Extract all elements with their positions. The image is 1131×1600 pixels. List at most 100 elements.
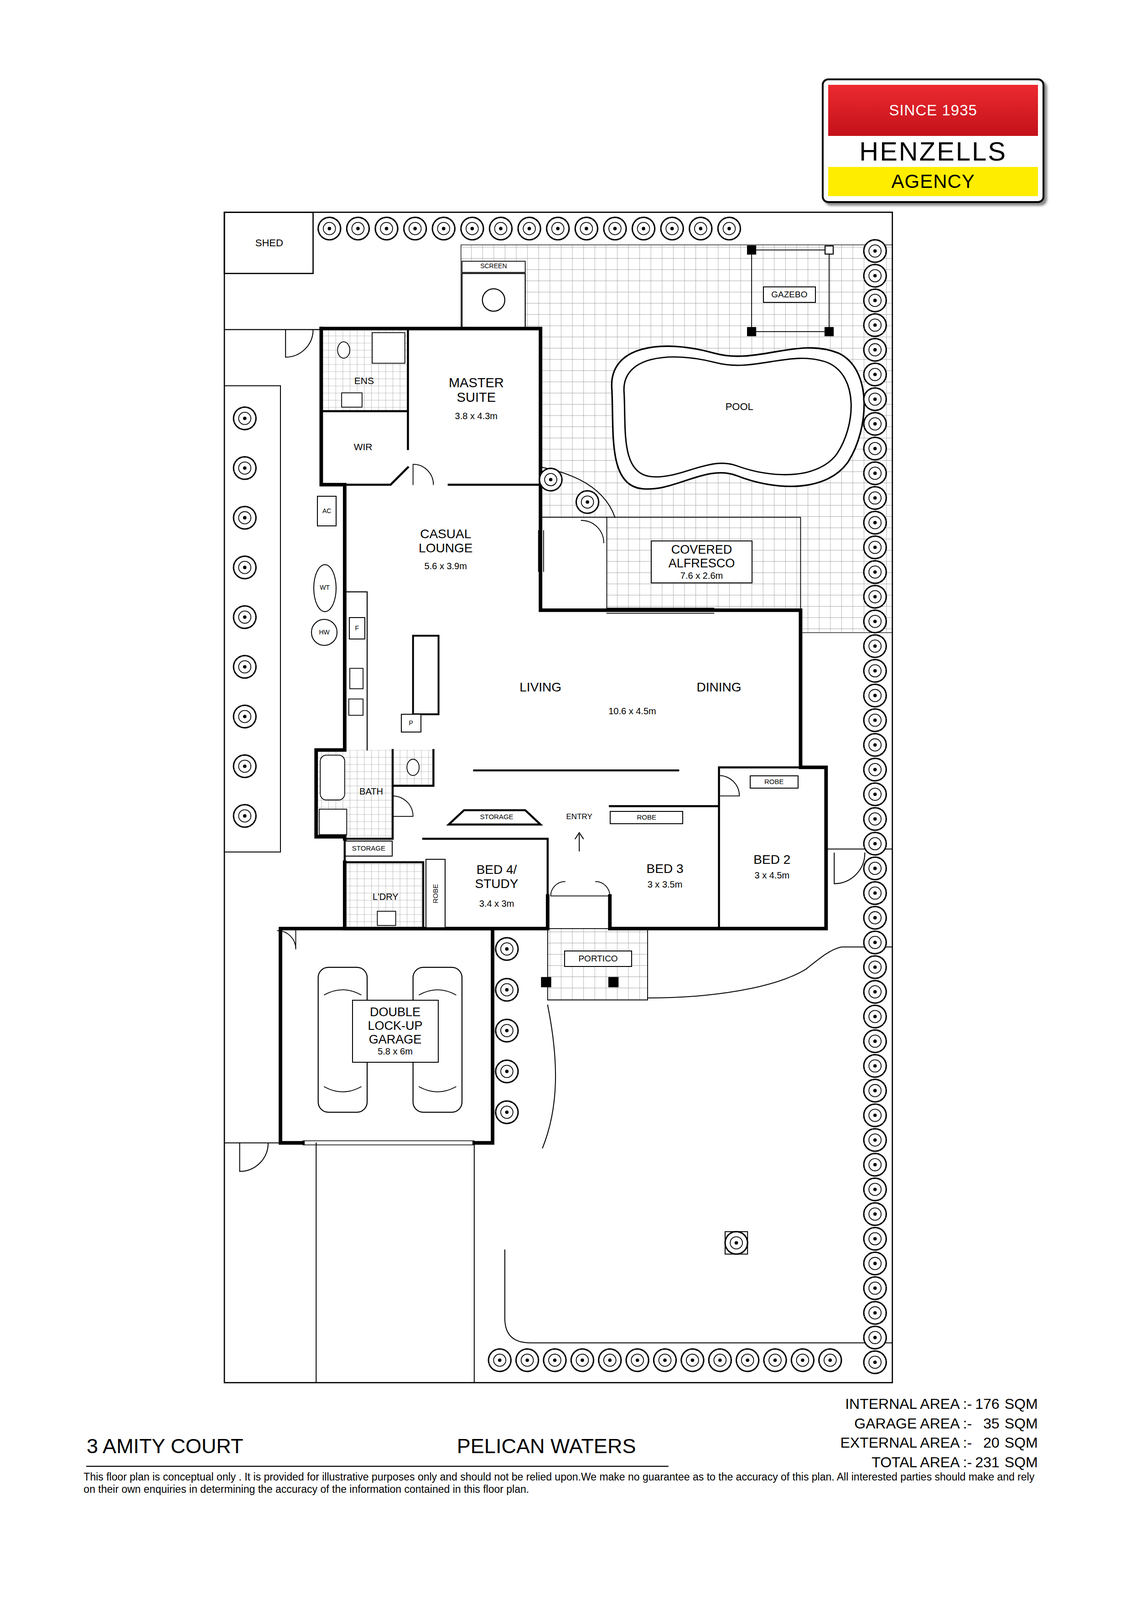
tree-inner	[868, 294, 882, 307]
tree-dot	[873, 422, 877, 426]
tree-dot	[873, 1114, 877, 1117]
tree-symbol	[233, 506, 256, 530]
tree-crown	[689, 217, 712, 240]
tree-crown	[375, 217, 398, 240]
tree-symbol	[660, 217, 684, 240]
tree-inner	[868, 812, 882, 825]
tree-crown	[681, 1348, 704, 1372]
tree-crown	[404, 217, 427, 240]
tree-crown	[233, 556, 256, 579]
area-label: GARAGE AREA :-	[854, 1415, 972, 1432]
tree-symbol	[495, 1100, 519, 1124]
tree-crown	[725, 1231, 748, 1254]
tree-inner	[868, 1281, 882, 1295]
tree-crown	[863, 437, 887, 460]
kitchen-bench	[344, 591, 368, 751]
tree-crown	[653, 1348, 676, 1372]
tree-dot	[670, 227, 674, 230]
tree-dot	[699, 227, 702, 230]
tree-crown	[863, 1128, 887, 1152]
tree-inner	[548, 1354, 561, 1367]
tree-symbol	[863, 461, 887, 485]
tree-crown	[863, 1054, 887, 1077]
tree-dot	[873, 694, 877, 697]
tree-dot	[505, 1029, 509, 1032]
tree-symbol	[863, 412, 887, 436]
tree-crown	[632, 217, 655, 240]
room-dimension: DINING	[696, 680, 742, 695]
tree-crown	[863, 511, 887, 534]
room-name: GAZEBO	[771, 290, 808, 300]
tree-inner	[238, 611, 251, 624]
tree-symbol	[603, 217, 627, 240]
entry-label: ENTRY	[566, 812, 593, 822]
tree-dot	[873, 1089, 877, 1092]
tree-dot	[873, 768, 877, 771]
room-name: BED 4/ STUDY	[464, 862, 529, 892]
tree-dot	[873, 521, 877, 524]
tree-inner	[238, 461, 251, 475]
tree-crown	[863, 832, 887, 855]
tree-symbol	[495, 937, 519, 960]
tree-inner	[868, 887, 882, 900]
tree-crown	[233, 605, 256, 628]
tree-symbol	[863, 955, 887, 979]
tree-dot	[528, 227, 531, 230]
area-value: 231	[975, 1454, 1000, 1471]
tree-dot	[243, 516, 246, 519]
room-name: SHED	[255, 237, 284, 249]
tree-crown	[717, 217, 741, 240]
tree-crown	[863, 1153, 887, 1176]
tree-dot	[873, 1237, 877, 1240]
tree-dot	[505, 947, 509, 950]
tree-dot	[873, 447, 877, 450]
tree-inner	[544, 473, 557, 486]
tree-crown	[863, 560, 887, 584]
tree-symbol	[516, 1348, 539, 1372]
tree-symbol	[863, 313, 887, 337]
room-dimension: 3.4 x 3m	[479, 898, 515, 909]
tree-crown	[863, 486, 887, 509]
tree-symbol	[233, 705, 256, 728]
tree-symbol	[632, 217, 655, 240]
tree-crown	[233, 655, 256, 678]
room-name: ENS	[354, 375, 374, 386]
tree-dot	[413, 227, 416, 230]
tree-dot	[873, 1212, 877, 1215]
portico-paving	[547, 928, 648, 1001]
garden-bed	[224, 385, 281, 852]
tree-dot	[663, 1359, 666, 1362]
tree-dot	[613, 227, 617, 230]
tree-crown	[863, 610, 887, 633]
suburb: PELICAN WATERS	[456, 1434, 637, 1458]
logo-text: HENZELLS	[828, 135, 1038, 167]
title-underline	[86, 1465, 669, 1467]
tree-crown	[863, 931, 887, 954]
tree-inner	[868, 393, 882, 406]
garage-door	[302, 1140, 475, 1145]
tree-symbol	[689, 217, 712, 240]
tree-symbol	[461, 217, 484, 240]
tree-crown	[570, 1348, 594, 1372]
tree-inner	[238, 809, 251, 822]
tree-crown	[863, 634, 887, 658]
tree-crown	[863, 412, 887, 436]
tree-inner	[868, 1355, 882, 1369]
tree-dot	[243, 615, 246, 618]
tree-crown	[863, 783, 887, 806]
disclaimer: This floor plan is conceptual only . It …	[83, 1470, 1038, 1496]
tree-dot	[691, 1359, 694, 1362]
tree-dot	[873, 669, 877, 672]
tree-inner	[665, 222, 679, 235]
tree-crown	[791, 1348, 814, 1372]
tree-crown	[708, 1348, 732, 1372]
fixture-box: HW	[311, 618, 338, 646]
gazebo-post	[824, 245, 834, 255]
tree-inner	[521, 1354, 534, 1367]
lot-boundary	[224, 212, 893, 1383]
fence	[224, 329, 322, 358]
robe: ROBE	[609, 810, 684, 825]
tree-dot	[873, 1138, 877, 1142]
tree-inner	[551, 222, 565, 235]
tree-dot	[873, 891, 877, 894]
